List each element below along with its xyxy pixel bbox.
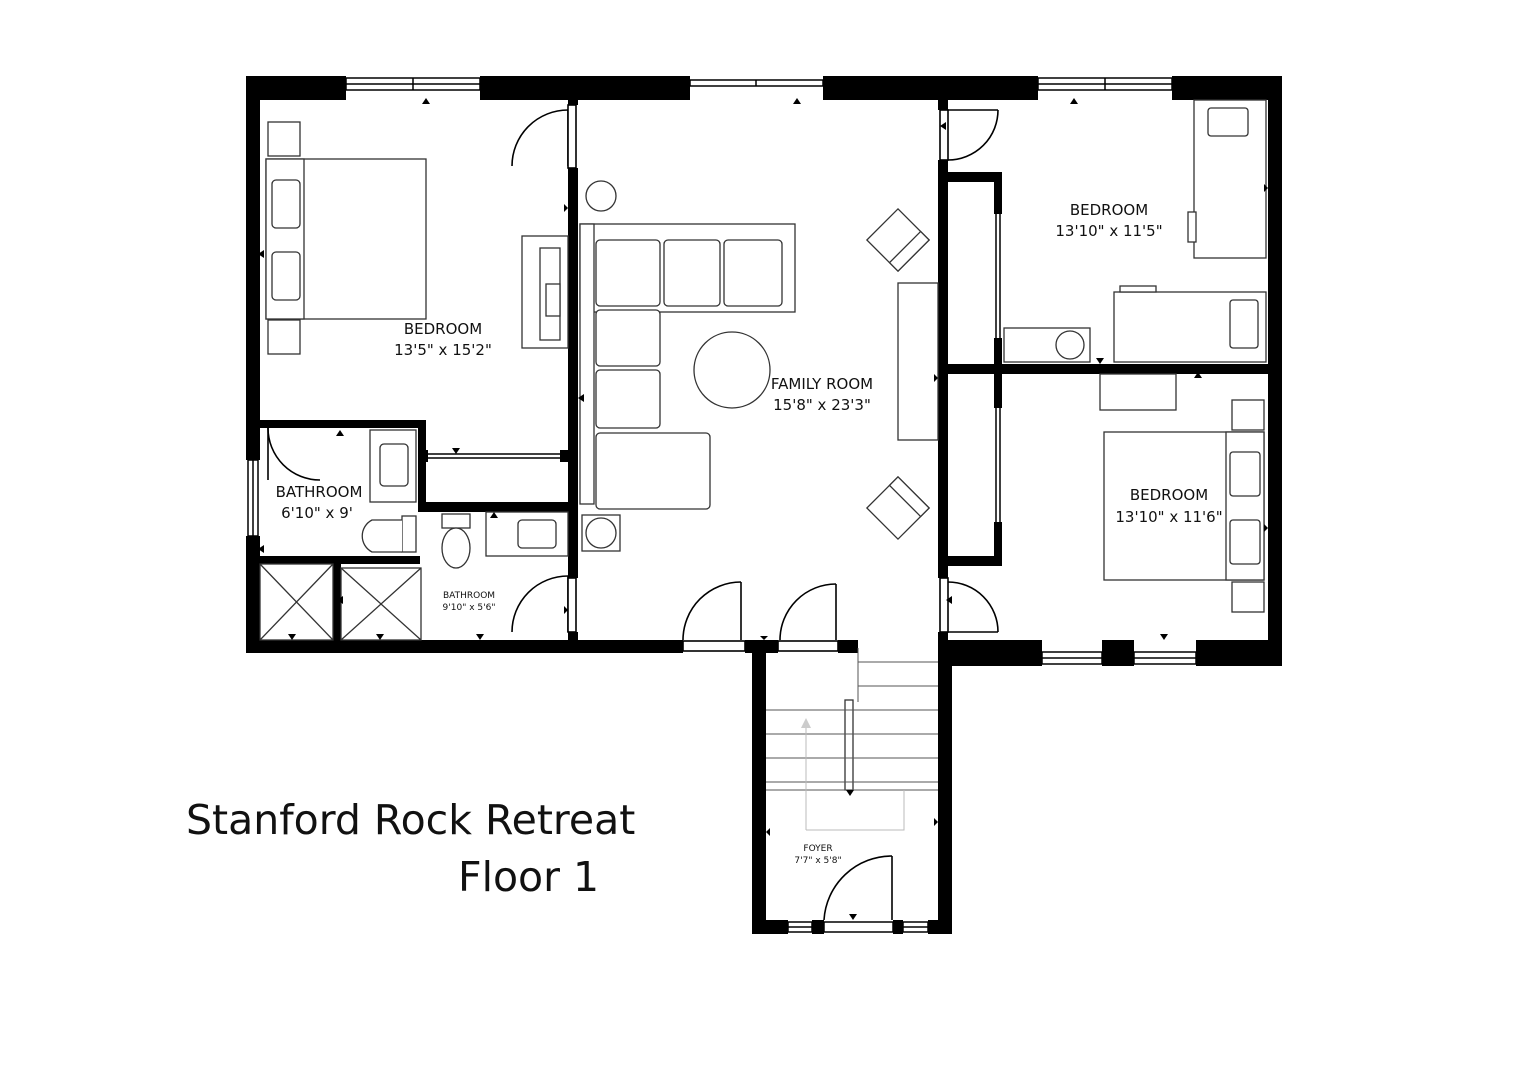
plan-title-line1: Stanford Rock Retreat (186, 796, 636, 844)
windows (247, 77, 1197, 933)
bedroom-bottom-right-name: BEDROOM (1130, 486, 1208, 504)
foyer-size: 7'7" x 5'8" (794, 856, 841, 866)
bedroom-left-name: BEDROOM (404, 320, 482, 338)
plan-title-line2: Floor 1 (458, 853, 600, 901)
family-room-size: 15'8" x 23'3" (773, 396, 871, 414)
bathroom-small-size: 9'10" x 5'6" (443, 603, 496, 613)
bedroom-top-right-size: 13'10" x 11'5" (1055, 222, 1162, 240)
bathroom-left-size: 6'10" x 9' (281, 504, 353, 522)
exterior-walls (246, 76, 1282, 934)
interior-walls (260, 100, 1268, 642)
bedroom-bottom-right-size: 13'10" x 11'6" (1115, 508, 1222, 526)
closet-doors (428, 214, 1001, 522)
furniture (259, 99, 1267, 791)
room-labels: BEDROOM 13'5" x 15'2" FAMILY ROOM 15'8" … (276, 201, 1223, 866)
doors (267, 104, 999, 921)
bedroom-left-size: 13'5" x 15'2" (394, 341, 492, 359)
foyer-name: FOYER (803, 844, 832, 854)
bedroom-top-right-name: BEDROOM (1070, 201, 1148, 219)
staircase (766, 648, 938, 831)
bathroom-left-name: BATHROOM (276, 483, 363, 501)
wall-markers (258, 98, 1268, 920)
bathroom-small-name: BATHROOM (443, 591, 495, 601)
family-room-name: FAMILY ROOM (771, 375, 873, 393)
